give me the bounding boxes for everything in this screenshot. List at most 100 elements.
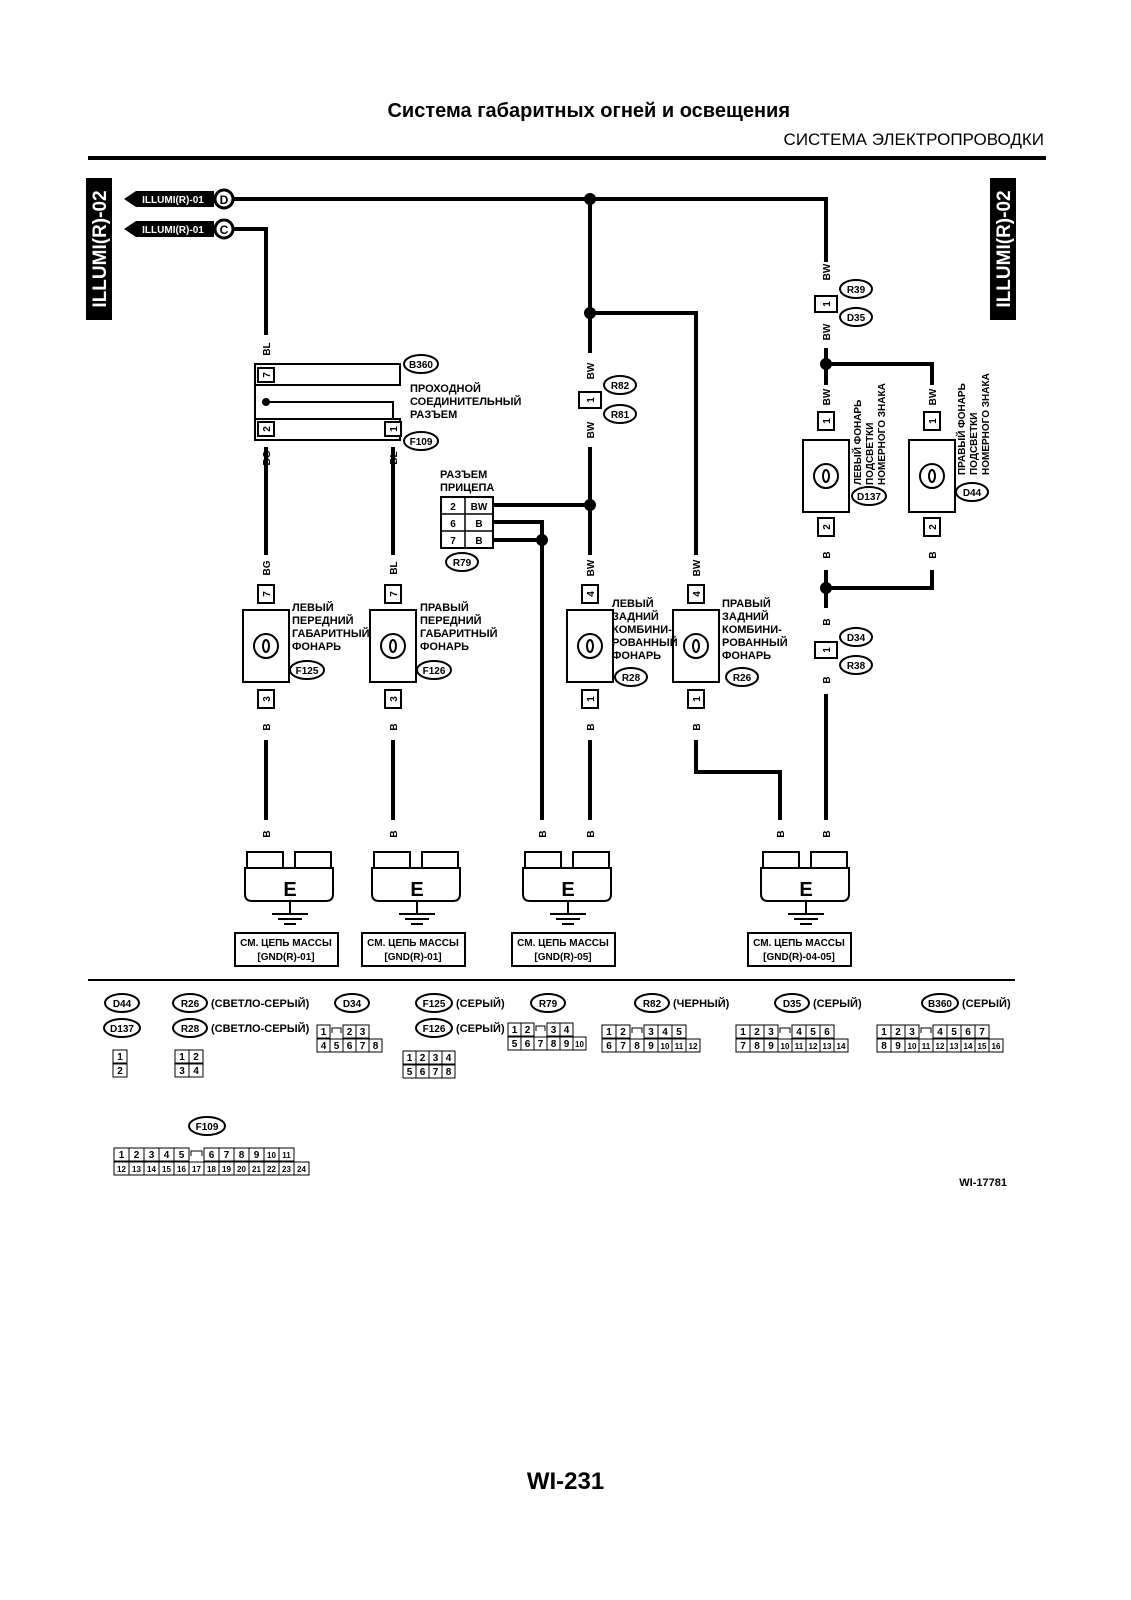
- legend-connector-id: R82: [643, 999, 662, 1010]
- legend-pin-number: 6: [420, 1067, 426, 1078]
- svg-text:E: E: [410, 879, 423, 901]
- legend-pin-number: 12: [809, 1042, 818, 1051]
- legend-connector-badge: [415, 1018, 453, 1038]
- legend-connector-id: D44: [113, 999, 132, 1010]
- legend-pin-cell: [173, 1147, 190, 1162]
- svg-text:2: 2: [262, 426, 273, 432]
- svg-text:4: 4: [586, 591, 597, 597]
- ground-4: [760, 851, 850, 925]
- wire-code: BW: [471, 502, 488, 513]
- input-flag-c: ILLUMI(R)-01 C: [124, 218, 235, 240]
- legend-connector-id: F109: [196, 1122, 219, 1133]
- svg-text:7: 7: [262, 372, 273, 378]
- svg-text:BW: BW: [928, 388, 939, 405]
- svg-text:2: 2: [822, 524, 833, 530]
- wire-bw-rear-right: [590, 311, 698, 555]
- legend-pin-number: 1: [117, 1052, 123, 1063]
- joint-connector: [254, 363, 401, 441]
- svg-text:1: 1: [928, 418, 939, 424]
- legend-pin-key: [331, 1027, 342, 1033]
- badge-r81: R81: [603, 404, 637, 424]
- splice-dot: [584, 307, 596, 319]
- svg-text:B: B: [262, 723, 273, 730]
- legend-connector-badge: [634, 993, 670, 1013]
- svg-text:F126: F126: [423, 666, 446, 677]
- pin-label: 7: [450, 536, 456, 547]
- legend-connector-id: F125: [423, 999, 446, 1010]
- legend-connector-badge: [172, 993, 208, 1013]
- legend-connector-id: D35: [783, 999, 802, 1010]
- ground-letters: E E E E: [283, 879, 812, 901]
- splice-dot: [536, 534, 548, 546]
- legend-pin-number: 3: [433, 1053, 439, 1064]
- legend-pin-number: 8: [239, 1150, 245, 1161]
- svg-text:1: 1: [822, 301, 833, 307]
- legend-pin-number: 6: [606, 1041, 612, 1052]
- legend-connector-color: (СЕРЫЙ): [456, 997, 505, 1010]
- legend-connector-badge: [774, 993, 810, 1013]
- pin-label: 6: [450, 519, 456, 530]
- legend-pin-key: [535, 1025, 546, 1031]
- splice-dot: [820, 358, 832, 370]
- svg-text:E: E: [561, 879, 574, 901]
- svg-text:3: 3: [262, 696, 273, 702]
- legend-pin-number: 5: [512, 1039, 518, 1050]
- figure-id: WI-17781: [959, 1177, 1007, 1189]
- joint-connector-label: ПРОХОДНОЙ СОЕДИНИТЕЛЬНЫЙ РАЗЪЕМ: [410, 382, 525, 421]
- input-flag-label: ILLUMI(R)-01: [142, 195, 204, 206]
- page-number: WI-231: [526, 1468, 605, 1495]
- badge-d44: D44: [955, 482, 989, 502]
- legend-pin-number: 12: [936, 1042, 945, 1051]
- wire-trailer-b6: [494, 520, 544, 820]
- legend-pin-number: 9: [254, 1150, 260, 1161]
- svg-text:BG: BG: [262, 450, 273, 465]
- section-title: СИСТЕМА ЭЛЕКТРОПРОВОДКИ: [783, 130, 1044, 149]
- legend-pin-number: 10: [781, 1042, 790, 1051]
- legend-pin-key: [779, 1027, 791, 1033]
- badge-r28: R28: [614, 667, 648, 687]
- svg-text:[GND(R)-01]: [GND(R)-01]: [384, 952, 441, 963]
- legend-pin-number: 3: [551, 1025, 557, 1036]
- legend-pin-cell: [988, 1038, 1004, 1053]
- legend-pin-number: 3: [360, 1027, 366, 1038]
- legend-pin-number: 16: [992, 1042, 1001, 1051]
- side-label-text: ILLUMI(R)-02: [994, 190, 1015, 307]
- trailer-connector-label: РАЗЪЕМ ПРИЦЕПА: [440, 469, 494, 494]
- svg-text:[GND(R)-01]: [GND(R)-01]: [257, 952, 314, 963]
- legend-pin-number: 4: [796, 1027, 802, 1038]
- svg-text:7: 7: [262, 591, 273, 597]
- legend-connector-badge: [415, 993, 453, 1013]
- component-labels: ПРОХОДНОЙ СОЕДИНИТЕЛЬНЫЙ РАЗЪЕМ РАЗЪЕМ П…: [292, 373, 992, 662]
- legend-pin-cell: [278, 1147, 295, 1162]
- legend-connector-color: (СЕРЫЙ): [962, 997, 1011, 1010]
- legend-pin-cell: [188, 1049, 204, 1064]
- legend-pin-number: 15: [978, 1042, 987, 1051]
- legend-pin-number: 9: [648, 1041, 654, 1052]
- legend-pin-number: 1: [321, 1027, 327, 1038]
- legend-pin-number: 18: [207, 1165, 216, 1174]
- badge-r26: R26: [725, 667, 759, 687]
- rear-left-lamp-label: ЛЕВЫЙ ЗАДНИЙ КОМБИНИ- РОВАННЫЙ ФОНАРЬ: [612, 597, 681, 662]
- legend-pin-number: 5: [951, 1027, 957, 1038]
- legend-pin-number: 8: [446, 1067, 452, 1078]
- legend-connector-id: R26: [181, 999, 200, 1010]
- legend-pin-number: 2: [193, 1052, 199, 1063]
- svg-text:1: 1: [692, 696, 703, 702]
- badge-d137: D137: [851, 486, 887, 506]
- legend-pin-number: 11: [795, 1042, 804, 1051]
- legend-pin-cell: [833, 1038, 849, 1053]
- legend-pin-number: 2: [420, 1053, 426, 1064]
- legend-pin-number: 6: [209, 1150, 215, 1161]
- svg-text:B: B: [928, 551, 939, 558]
- legend-connector-color: (СВЕТЛО-СЕРЫЙ): [211, 997, 310, 1010]
- legend-pin-cell: [685, 1038, 701, 1053]
- svg-text:D137: D137: [857, 492, 881, 503]
- svg-text:1: 1: [822, 647, 833, 653]
- svg-text:D34: D34: [847, 633, 866, 644]
- legend-pin-number: 4: [164, 1150, 170, 1161]
- badge-r82: R82: [603, 375, 637, 395]
- header-rule: [88, 156, 1046, 160]
- legend-pin-number: 11: [675, 1042, 684, 1051]
- splice-dot: [584, 193, 596, 205]
- legend-connector-badge: [172, 1018, 208, 1038]
